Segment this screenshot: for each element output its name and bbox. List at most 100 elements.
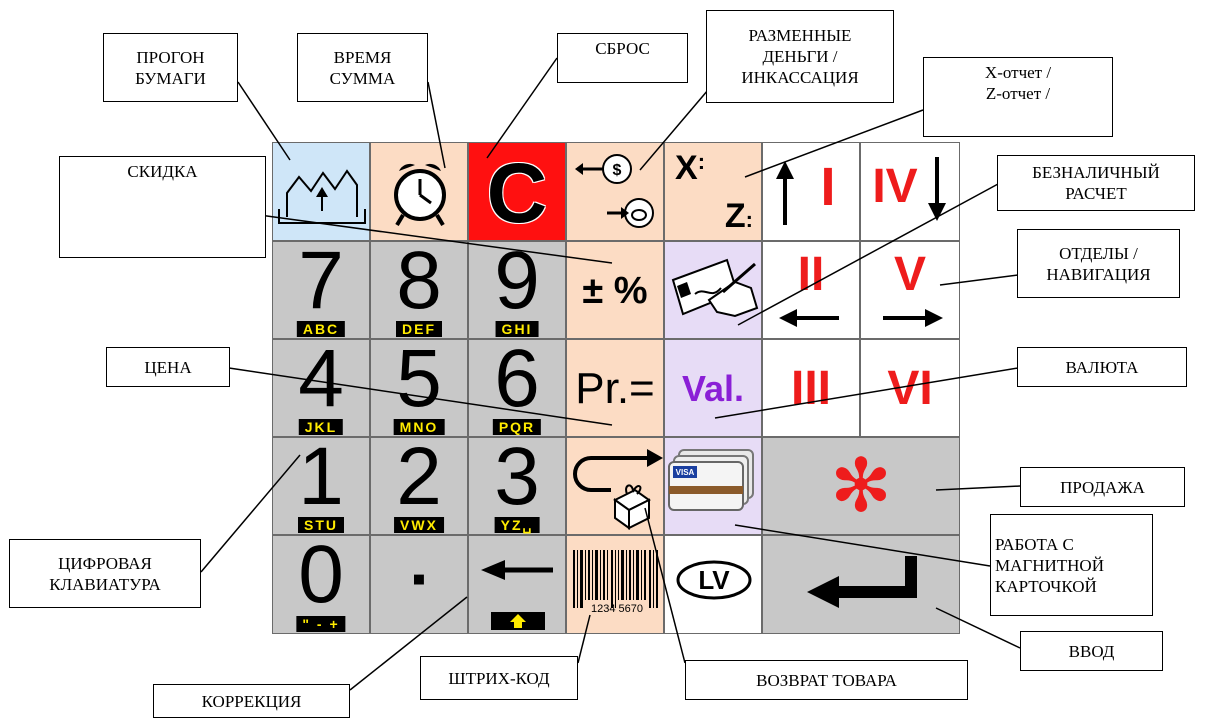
label-price: ЦЕНА (106, 347, 230, 387)
label-text: НАВИГАЦИЯ (1046, 264, 1151, 284)
currency-key-label: Val. (681, 368, 745, 409)
key-1-digit: 1 (298, 437, 344, 522)
label-text: ПРОДАЖА (1060, 477, 1145, 497)
key-5[interactable]: 5 MNO (370, 339, 468, 437)
key-1[interactable]: 1 STU (272, 437, 370, 535)
label-text: БУМАГИ (135, 68, 206, 88)
key-9-letters: GHI (495, 321, 539, 337)
label-text: ИНКАССАЦИЯ (741, 68, 859, 87)
arrow-right-icon (883, 309, 943, 327)
cashless-key[interactable] (664, 241, 762, 339)
label-change-money: РАЗМЕННЫЕ ДЕНЬГИ / ИНКАССАЦИЯ (706, 10, 894, 103)
key-6-letters: PQR (492, 419, 542, 435)
gift-return-icon (573, 449, 663, 530)
time-sum-key[interactable] (370, 142, 468, 241)
key-3[interactable]: 3 YZ␣ (468, 437, 566, 535)
label-text: ШТРИХ-КОД (448, 668, 550, 688)
label-numeric-keypad: ЦИФРОВАЯ КЛАВИАТУРА (9, 539, 201, 608)
credit-card-icon: VISA (668, 449, 754, 511)
key-7[interactable]: 7 ABC (272, 241, 370, 339)
keyboard: C $ X: Z: I IV (272, 142, 960, 634)
key-5-digit: 5 (396, 339, 442, 424)
xz-report-key[interactable]: X: Z: (664, 142, 762, 241)
decimal-point-key[interactable]: ▪ (370, 535, 468, 634)
department-4-key[interactable]: IV (860, 142, 960, 241)
discount-key[interactable]: ± % (566, 241, 664, 339)
lv-key[interactable]: LV (664, 535, 762, 634)
label-return-goods: ВОЗВРАТ ТОВАРА (685, 660, 968, 700)
key-8-digit: 8 (396, 241, 442, 326)
paper-feed-key[interactable] (272, 142, 370, 241)
key-5-letters: MNO (393, 419, 445, 435)
key-2[interactable]: 2 VWX (370, 437, 468, 535)
key-6[interactable]: 6 PQR (468, 339, 566, 437)
price-key-label: Pr.= (575, 364, 655, 413)
lv-oval-icon: LV (676, 560, 752, 600)
key-8[interactable]: 8 DEF (370, 241, 468, 339)
label-text: КОРРЕКЦИЯ (201, 691, 302, 711)
label-text: СБРОС (595, 39, 650, 58)
key-7-letters: ABC (296, 321, 346, 337)
key-2-letters: VWX (394, 517, 444, 533)
return-goods-key[interactable] (566, 437, 664, 535)
magnetic-card-key[interactable]: VISA (664, 437, 762, 535)
key-9[interactable]: 9 GHI (468, 241, 566, 339)
label-text: ДЕНЬГИ / (762, 47, 838, 66)
label-text: КЛАВИАТУРА (49, 574, 161, 594)
label-barcode: ШТРИХ-КОД (420, 656, 578, 700)
price-key[interactable]: Pr.= (566, 339, 664, 437)
label-text: ВРЕМЯ (333, 47, 392, 67)
label-text: ЦЕНА (144, 357, 192, 377)
correction-key[interactable] (468, 535, 566, 634)
alarm-clock-icon (394, 163, 446, 227)
decimal-point-label: ▪ (411, 557, 427, 601)
label-time-sum: ВРЕМЯ СУММА (297, 33, 428, 102)
x-report-label: X (675, 149, 698, 187)
label-cashless: БЕЗНАЛИЧНЫЙ РАСЧЕТ (997, 155, 1195, 211)
backspace-arrow-icon (481, 560, 553, 630)
department-6-key[interactable]: VI (860, 339, 960, 437)
key-0-letters: " - + (296, 616, 346, 632)
label-xz-report: X-отчет / Z-отчет / (923, 57, 1113, 137)
label-text: ЦИФРОВАЯ (58, 553, 152, 573)
label-paper-feed: ПРОГОН БУМАГИ (103, 33, 238, 102)
enter-key[interactable] (762, 535, 960, 634)
currency-key[interactable]: Val. (664, 339, 762, 437)
label-magnetic-card: РАБОТА С МАГНИТНОЙ КАРТОЧКОЙ (990, 514, 1153, 616)
label-text: ОТДЕЛЫ / (1059, 243, 1138, 263)
clear-key-label: C (486, 146, 548, 240)
label-enter: ВВОД (1020, 631, 1163, 671)
money-exchange-icon: $ (575, 154, 654, 228)
label-text: БЕЗНАЛИЧНЫЙ (1032, 163, 1160, 182)
barcode-key[interactable]: 1234 5670 (566, 535, 664, 634)
clear-key[interactable]: C (468, 142, 566, 241)
paper-feed-icon (278, 169, 366, 224)
z-report-label: Z (724, 197, 746, 235)
label-text: ПРОГОН (136, 47, 205, 67)
key-1-letters: STU (298, 517, 344, 533)
change-money-key[interactable]: $ (566, 142, 664, 241)
label-discount: СКИДКА (59, 156, 266, 258)
key-6-digit: 6 (494, 339, 540, 424)
department-3-key[interactable]: III (762, 339, 860, 437)
key-9-digit: 9 (494, 241, 540, 326)
label-text: РАБОТА С (995, 534, 1074, 554)
sale-key[interactable]: ✻ (762, 437, 960, 535)
label-text: МАГНИТНОЙ (995, 555, 1104, 575)
roman-1: I (820, 157, 836, 217)
svg-text:VISA: VISA (676, 468, 695, 477)
key-0[interactable]: 0 " - + (272, 535, 370, 634)
department-5-key[interactable]: V (860, 241, 960, 339)
label-text: Z-отчет / (985, 84, 1051, 103)
svg-text:$: $ (613, 162, 622, 179)
department-1-key[interactable]: I (762, 142, 860, 241)
department-2-key[interactable]: II (762, 241, 860, 339)
check-signing-icon (671, 258, 759, 318)
key-4[interactable]: 4 JKL (272, 339, 370, 437)
label-text: КАРТОЧКОЙ (995, 576, 1097, 596)
label-text: РАСЧЕТ (1065, 184, 1127, 203)
roman-6: VI (887, 362, 933, 415)
label-text: РАЗМЕННЫЕ (748, 26, 852, 45)
label-reset: СБРОС (557, 33, 688, 83)
key-4-digit: 4 (298, 339, 344, 424)
